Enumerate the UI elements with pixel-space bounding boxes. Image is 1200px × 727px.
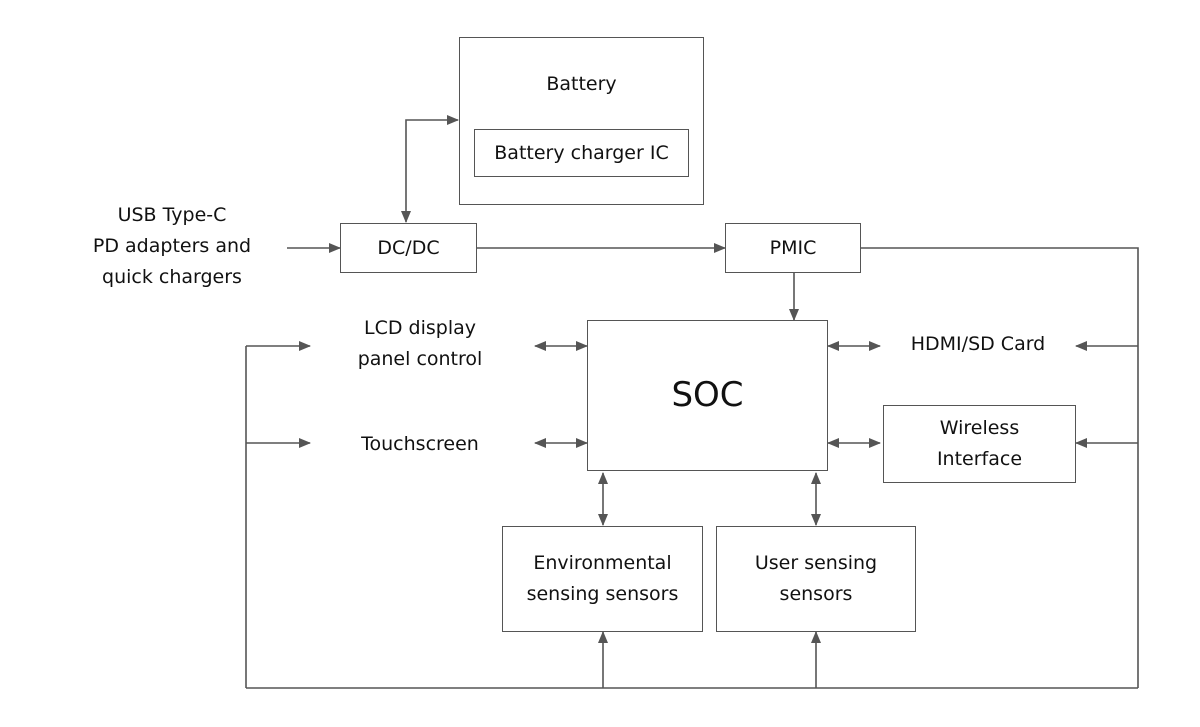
battery-charger-label: Battery charger IC: [494, 141, 669, 164]
pmic-label: PMIC: [769, 236, 817, 259]
user-sensors-box: [716, 526, 916, 632]
soc-box: [587, 320, 828, 471]
usb-input-label: USB Type-C PD adapters and quick charger…: [92, 203, 252, 288]
battery-box: [459, 37, 704, 205]
soc-label: SOC: [671, 375, 744, 415]
power-rail-right: [861, 247, 1139, 688]
hdmi-sd-label: HDMI/SD Card: [910, 332, 1046, 355]
battery-label: Battery: [546, 72, 617, 95]
wireless-box: [883, 405, 1076, 483]
env-sensors-box: [502, 526, 703, 632]
dcdc-label: DC/DC: [377, 236, 440, 259]
dcdc-box: [340, 223, 477, 273]
connector-dcdc-battery: [401, 115, 459, 223]
wireless-label: Wireless Interface: [936, 417, 1023, 470]
battery-charger-box: [474, 129, 689, 177]
user-sensors-label: User sensing sensors: [754, 552, 878, 605]
pmic-box: [725, 223, 861, 273]
touchscreen-label: Touchscreen: [361, 432, 479, 455]
lcd-label: LCD display panel control: [357, 317, 483, 370]
env-sensors-label: Environmental sensing sensors: [526, 552, 679, 605]
